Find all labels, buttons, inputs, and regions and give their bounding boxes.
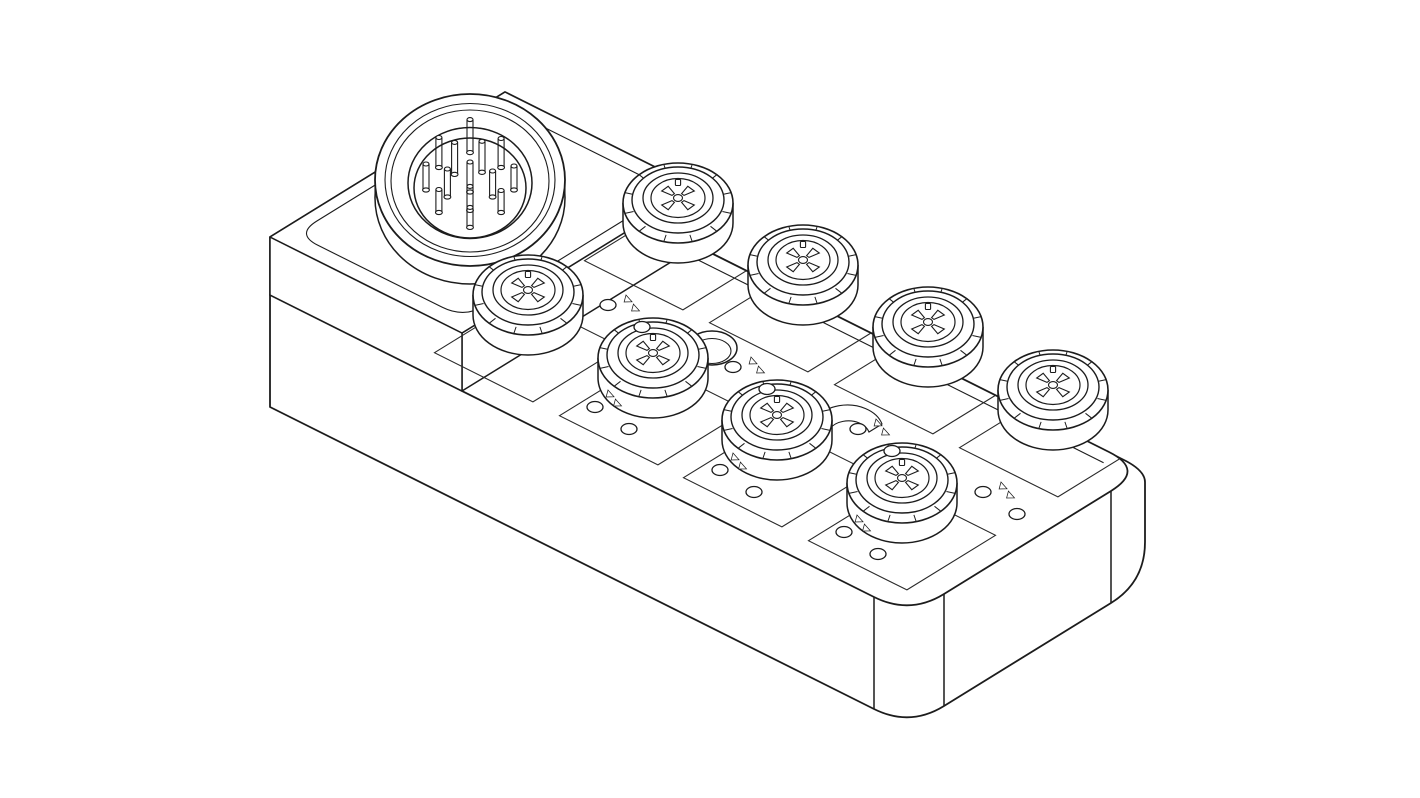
pin-base	[450, 171, 459, 178]
pin-tip	[466, 204, 474, 210]
pin-base	[443, 194, 452, 200]
m12-port-7	[721, 379, 833, 481]
pin-shaft	[435, 189, 443, 213]
pin-base	[422, 187, 430, 193]
pin-tip	[510, 163, 518, 169]
arrow-mark	[730, 452, 748, 470]
pin-tip	[497, 135, 505, 142]
m12-port-1	[622, 162, 734, 264]
led-indicator	[835, 525, 853, 539]
pin-tip	[443, 166, 451, 172]
led-indicator	[586, 400, 604, 414]
led-indicator	[599, 298, 617, 312]
pin-tip	[435, 134, 443, 141]
led-indicator	[883, 444, 901, 458]
led-indicator	[745, 485, 763, 499]
main-connector	[374, 93, 566, 285]
arrow-mark	[748, 356, 766, 374]
pin-shaft	[451, 142, 459, 175]
pin-shaft	[466, 207, 474, 228]
arrow-mark	[623, 294, 641, 312]
corner-edge-lines	[873, 491, 1112, 709]
pin-shaft	[497, 190, 505, 213]
led-indicator	[620, 422, 638, 436]
pin-tip	[466, 159, 474, 165]
pin-shaft	[510, 166, 518, 190]
arrow-mark	[873, 418, 891, 436]
pin-shaft	[478, 141, 486, 173]
pin-base	[434, 164, 443, 171]
pin-base	[510, 187, 518, 193]
pin-base	[497, 164, 506, 171]
m12-port-5	[472, 254, 584, 356]
pin-tip	[466, 183, 474, 189]
pin-tip	[435, 186, 443, 193]
arrow-mark	[998, 481, 1016, 499]
pin-base	[497, 209, 506, 216]
pin-shaft	[443, 169, 451, 197]
arrow-mark	[605, 389, 623, 407]
pin-base	[466, 149, 474, 156]
led-indicator	[758, 382, 776, 396]
pin-shaft	[497, 138, 505, 168]
connector-pins	[422, 117, 518, 231]
m12-port-4	[997, 349, 1109, 451]
led-indicator	[633, 320, 651, 334]
pin-shaft	[422, 164, 430, 190]
pin-base	[466, 224, 474, 231]
pin-tip	[478, 138, 486, 144]
connector-thread-ring-inner	[390, 109, 550, 253]
pin-base	[434, 209, 443, 216]
led-indicator	[1008, 507, 1026, 521]
led-indicator	[869, 547, 887, 561]
pin-base	[466, 189, 474, 195]
connector-thread-ring	[384, 102, 556, 258]
led-indicator	[974, 485, 992, 499]
pin-shaft	[435, 137, 443, 168]
led-indicator	[711, 463, 729, 477]
m12-port-3	[872, 286, 984, 388]
m12-port-2	[747, 224, 859, 326]
led-indicator	[849, 422, 867, 436]
pin-tip	[422, 161, 430, 167]
pin-shaft	[489, 171, 497, 197]
pin-tip	[466, 117, 474, 123]
pin-base	[478, 169, 486, 175]
pin-tip	[497, 187, 505, 194]
pin-tip	[489, 168, 497, 174]
led-indicator	[724, 360, 742, 374]
pin-shaft	[466, 119, 474, 153]
pin-tip	[451, 139, 459, 145]
pin-base	[488, 194, 497, 200]
arrow-mark	[854, 514, 872, 532]
